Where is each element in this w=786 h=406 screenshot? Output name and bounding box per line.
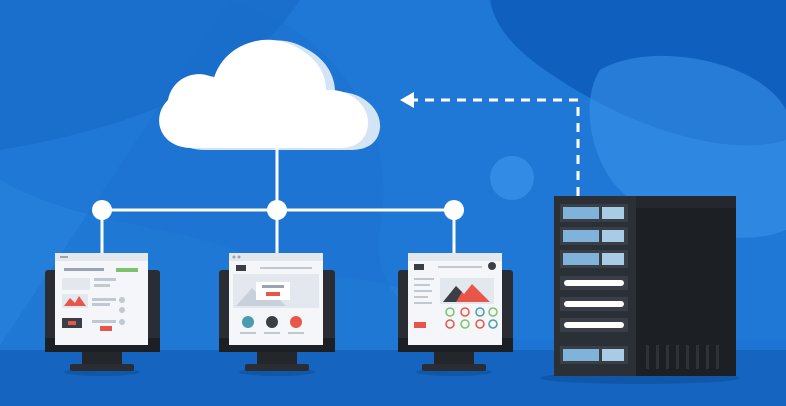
server-rack-icon <box>540 196 740 384</box>
network-node <box>267 200 287 220</box>
server-drive-bay <box>560 297 628 311</box>
cloud-icon <box>159 39 381 151</box>
background-blob <box>0 0 300 150</box>
monitor-icon <box>398 253 513 376</box>
dashed-arrow-icon <box>400 92 580 196</box>
background-blob <box>589 55 786 238</box>
monitor-icon <box>45 253 160 376</box>
monitor-icon <box>219 253 335 376</box>
network-node <box>92 200 112 220</box>
network-node <box>444 200 464 220</box>
server-drive-bay <box>560 276 628 290</box>
server-slot <box>560 346 628 364</box>
background-dot <box>490 156 534 200</box>
server-drive-bay <box>560 318 628 332</box>
server-slot <box>560 250 628 268</box>
server-slot <box>560 227 628 245</box>
server-slot <box>560 204 628 222</box>
